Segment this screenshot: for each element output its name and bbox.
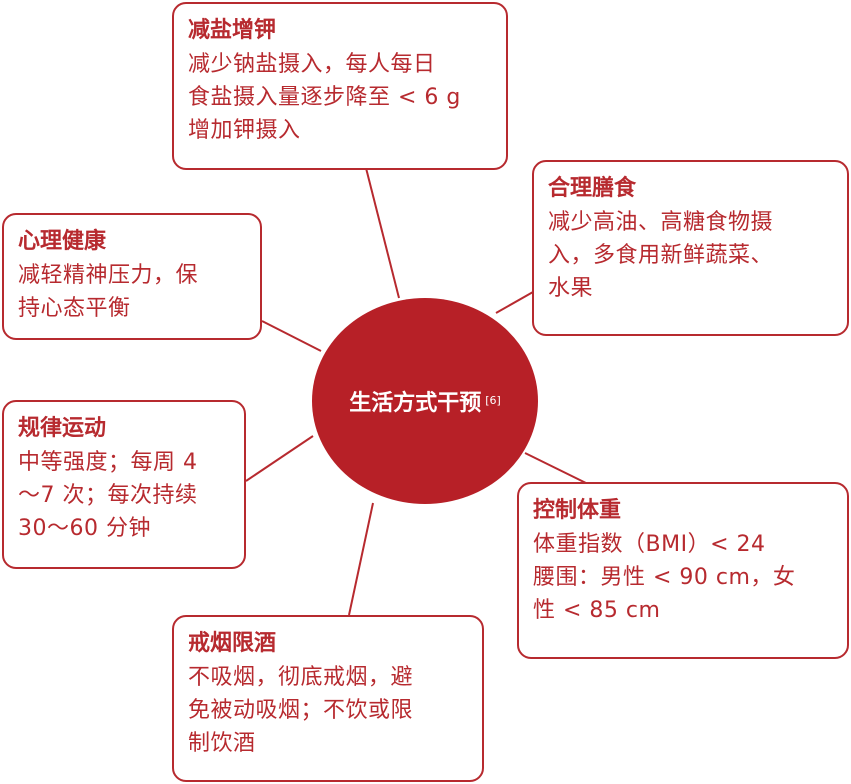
card-line: 减少钠盐摄入，每人每日 <box>188 52 436 77</box>
card-line: 增加钾摄入 <box>188 118 301 143</box>
connector-weight <box>524 452 589 485</box>
card-weight: 控制体重 体重指数（BMI）< 24 腰围：男性 < 90 cm，女 性 < 8… <box>517 482 849 659</box>
connector-diet <box>495 291 534 314</box>
card-salt: 减盐增钾 减少钠盐摄入，每人每日 食盐摄入量逐步降至 < 6 g 增加钾摄入 <box>172 2 508 170</box>
card-line: 中等强度；每周 4 <box>18 450 198 475</box>
connector-smoking <box>348 502 374 616</box>
card-line: 制饮酒 <box>188 731 256 756</box>
card-title: 控制体重 <box>533 498 622 523</box>
center-label: 生活方式干预[6] <box>349 385 501 417</box>
connector-salt <box>365 167 400 299</box>
card-smoking: 戒烟限酒 不吸烟，彻底戒烟，避 免被动吸烟；不饮或限 制饮酒 <box>172 615 484 782</box>
card-title: 戒烟限酒 <box>188 631 277 656</box>
card-title: 减盐增钾 <box>188 18 277 43</box>
card-title: 合理膳食 <box>548 176 637 201</box>
center-node: 生活方式干预[6] <box>312 298 538 504</box>
card-line: 入，多食用新鲜蔬菜、 <box>548 243 774 268</box>
card-diet: 合理膳食 减少高油、高糖食物摄 入，多食用新鲜蔬菜、 水果 <box>532 160 849 336</box>
connector-mental <box>261 320 322 352</box>
center-title: 生活方式干预 <box>349 391 482 416</box>
card-line: 体重指数（BMI）< 24 <box>533 532 766 557</box>
connector-exercise <box>245 435 314 482</box>
card-line: 免被动吸烟；不饮或限 <box>188 698 414 723</box>
card-exercise: 规律运动 中等强度；每周 4 ～7 次；每次持续 30～60 分钟 <box>2 400 246 569</box>
card-line: 持心态平衡 <box>18 296 131 321</box>
card-line: 30～60 分钟 <box>18 516 151 541</box>
card-title: 心理健康 <box>18 229 107 254</box>
center-citation: [6] <box>485 393 501 407</box>
card-line: 腰围：男性 < 90 cm，女 <box>533 565 796 590</box>
card-mental: 心理健康 减轻精神压力，保 持心态平衡 <box>2 213 262 340</box>
card-line: 性 < 85 cm <box>533 598 661 623</box>
card-line: 水果 <box>548 276 594 301</box>
card-line: 减少高油、高糖食物摄 <box>548 210 774 235</box>
card-line: 食盐摄入量逐步降至 < 6 g <box>188 85 461 110</box>
card-line: 减轻精神压力，保 <box>18 263 199 288</box>
card-title: 规律运动 <box>18 416 107 441</box>
card-line: ～7 次；每次持续 <box>18 483 198 508</box>
card-line: 不吸烟，彻底戒烟，避 <box>188 665 414 690</box>
